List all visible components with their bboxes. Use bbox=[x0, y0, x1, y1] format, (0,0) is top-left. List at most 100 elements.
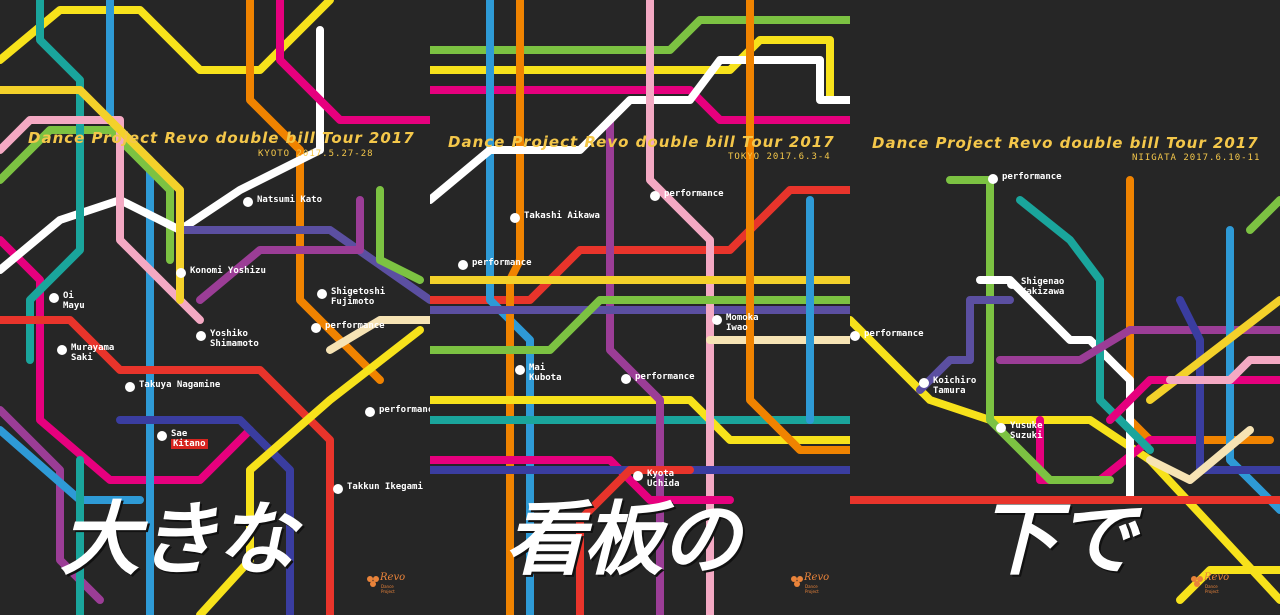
route-line bbox=[946, 176, 1114, 484]
route-line bbox=[196, 196, 364, 304]
station-name: Murayama bbox=[71, 343, 115, 353]
station-dot bbox=[712, 315, 722, 325]
route-line bbox=[1246, 196, 1280, 234]
station-dot bbox=[850, 331, 860, 341]
station-label: performance bbox=[472, 258, 532, 268]
station-name-line2: Tamura bbox=[933, 386, 966, 396]
route-line bbox=[1226, 226, 1280, 514]
station-name-line2: Uchida bbox=[647, 479, 680, 489]
station-label: Konomi Yoshizu bbox=[190, 266, 266, 276]
station-name-line2: Mayu bbox=[63, 301, 85, 311]
route-line bbox=[1176, 566, 1280, 604]
station-name-line2: Fujimoto bbox=[331, 297, 375, 307]
station-dot bbox=[458, 260, 468, 270]
route-line bbox=[246, 0, 384, 384]
station-name: Oi bbox=[63, 291, 74, 301]
route-line bbox=[646, 0, 714, 615]
route-line bbox=[0, 86, 184, 304]
revo-logo: Revo Dance Project bbox=[1190, 572, 1230, 596]
station-name: Takuya Nagamine bbox=[139, 380, 221, 390]
route-line bbox=[976, 276, 1134, 504]
station-dot bbox=[510, 213, 520, 223]
route-line bbox=[506, 0, 524, 615]
station-label: Takuya Nagamine bbox=[139, 380, 220, 390]
route-line bbox=[26, 0, 84, 364]
route-map-niigata bbox=[850, 176, 1280, 604]
route-line bbox=[1166, 356, 1280, 384]
station-name: Sae bbox=[171, 429, 188, 439]
station-dot bbox=[196, 331, 206, 341]
route-line bbox=[376, 186, 424, 284]
logo-subtext: Dance Project bbox=[1205, 584, 1219, 594]
station-name: performance bbox=[379, 405, 430, 415]
station-name: performance bbox=[1002, 172, 1062, 182]
station-dot bbox=[919, 378, 929, 388]
station-name: Konomi Yoshizu bbox=[190, 266, 266, 276]
station-name-line2: Suzuki bbox=[1010, 431, 1043, 441]
station-dot bbox=[650, 191, 660, 201]
station-dot bbox=[311, 323, 321, 333]
station-name: Takkun Ikegami bbox=[347, 482, 423, 492]
station-name: Yusuke bbox=[1010, 421, 1043, 431]
station-label: performance bbox=[379, 405, 430, 415]
route-line bbox=[576, 466, 694, 615]
station-dot bbox=[1007, 279, 1017, 289]
station-name: Kyota bbox=[647, 469, 675, 479]
poster-panel-kyoto: Dance Project Revo double bill Tour 2017… bbox=[0, 0, 430, 615]
route-line bbox=[276, 0, 430, 124]
station-dot bbox=[125, 382, 135, 392]
route-line bbox=[430, 16, 850, 54]
station-name-line2: Kubota bbox=[529, 373, 562, 383]
route-line bbox=[1126, 176, 1274, 444]
route-line bbox=[430, 296, 850, 354]
headline-text: 下で bbox=[978, 493, 1136, 586]
station-name-line2: Saki bbox=[71, 353, 93, 363]
tour-title: Dance Project Revo double bill Tour 2017 bbox=[872, 134, 1259, 152]
route-line bbox=[1146, 426, 1254, 484]
revo-logo: Revo Dance Project bbox=[790, 572, 830, 596]
route-line bbox=[0, 0, 334, 74]
station-label: Natsumi Kato bbox=[257, 195, 322, 205]
station-label: performance bbox=[664, 189, 724, 199]
station-dot bbox=[633, 471, 643, 481]
station-name: performance bbox=[635, 372, 695, 382]
station-name-line2: Iwao bbox=[726, 323, 748, 333]
station-label: Takashi Aikawa bbox=[524, 211, 600, 221]
logo-text: Revo bbox=[1204, 572, 1230, 583]
station-dot bbox=[176, 268, 186, 278]
logo-text: Revo bbox=[804, 572, 830, 583]
venue-date: KYOTO 2017.5.27-28 bbox=[258, 149, 374, 159]
poster-panel-tokyo: Dance Project Revo double bill Tour 2017… bbox=[430, 0, 850, 615]
station-label: performance bbox=[635, 372, 695, 382]
route-map-tokyo bbox=[430, 0, 850, 615]
route-line bbox=[996, 326, 1280, 364]
route-line bbox=[430, 86, 850, 124]
route-line bbox=[0, 236, 254, 484]
route-line bbox=[430, 36, 834, 104]
route-line bbox=[746, 0, 850, 454]
route-line bbox=[606, 116, 664, 615]
station-dot bbox=[621, 374, 631, 384]
clover-icon bbox=[791, 576, 803, 587]
station-name-line2: Shimamoto bbox=[210, 339, 259, 349]
station-name: Yoshiko bbox=[210, 329, 248, 339]
station-name: Momoka bbox=[726, 313, 759, 323]
station-dot bbox=[988, 174, 998, 184]
station-name: Koichiro bbox=[933, 376, 977, 386]
logo-subtext: Dance Project bbox=[805, 584, 819, 594]
headline-text: 看板の bbox=[505, 493, 741, 586]
station-dot bbox=[49, 293, 59, 303]
venue-date: NIIGATA 2017.6.10-11 bbox=[1132, 153, 1261, 163]
route-line bbox=[326, 316, 430, 354]
station-dot bbox=[317, 289, 327, 299]
